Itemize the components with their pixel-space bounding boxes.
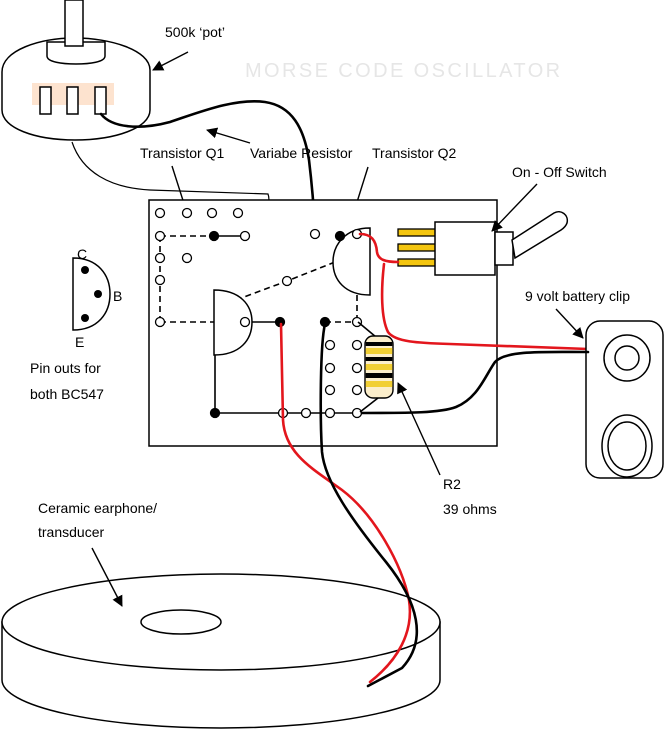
pinout-emitter-dot — [81, 314, 89, 322]
board-hole — [206, 207, 218, 219]
red-wire-switch-to-battery — [380, 262, 590, 351]
resistor-lead-top — [357, 321, 377, 338]
board-hole — [351, 384, 363, 396]
pinout-note-line2: both BC547 — [30, 386, 104, 402]
board-hole — [239, 230, 251, 242]
switch-lever — [511, 211, 569, 260]
pot-terminal-right — [94, 86, 107, 115]
board-hole-soldered — [334, 230, 346, 242]
resistor-r2 — [357, 321, 394, 413]
red-wire-board-to-earphone — [279, 322, 412, 684]
pot-terminal-middle — [66, 86, 79, 115]
r2-arrow — [397, 382, 441, 476]
board-hole — [351, 362, 363, 374]
r2-label: R2 — [443, 476, 461, 492]
earphone-center-hole — [140, 609, 222, 635]
earphone-label-line2: transducer — [38, 524, 104, 540]
board-hole — [181, 207, 193, 219]
board-hole — [309, 228, 321, 240]
variable-resistor-arrow — [206, 127, 251, 144]
black-wire-board-to-earphone — [319, 322, 419, 688]
transistor-q1 — [213, 289, 253, 356]
battery-clip-label: 9 volt battery clip — [525, 288, 630, 304]
ceramic-earphone — [1, 573, 441, 729]
pinout-e-label: E — [75, 334, 84, 350]
board-hole-soldered — [208, 230, 220, 242]
board-hole — [239, 316, 251, 328]
resistor-lead-bottom — [359, 397, 379, 413]
pinout-c-label: C — [77, 246, 87, 262]
resistor-band — [365, 373, 393, 378]
board-hole — [324, 362, 336, 374]
battery-snap-positive-inner — [614, 345, 640, 371]
black-wire-pot-to-board — [99, 100, 317, 232]
transistor-q2-label: Transistor Q2 — [372, 145, 456, 161]
board-hole — [300, 407, 312, 419]
pot-arrow — [152, 51, 189, 71]
earphone-label-line1: Ceramic earphone/ — [38, 500, 157, 516]
board-hole-soldered — [209, 407, 221, 419]
board-hole — [154, 316, 166, 328]
diagram-title: MORSE CODE OSCILLATOR — [245, 60, 563, 82]
earphone-arrow — [91, 547, 123, 607]
pot-label: 500k ‘pot’ — [165, 24, 225, 40]
battery-clip-arrow — [555, 308, 584, 339]
r2-value-label: 39 ohms — [443, 501, 497, 517]
switch-bushing — [494, 231, 514, 266]
switch-arrow — [491, 183, 538, 232]
switch-pin-middle — [397, 243, 437, 252]
board-hole — [351, 339, 363, 351]
board-hole — [154, 207, 166, 219]
board-hole — [324, 339, 336, 351]
pot-bushing — [46, 41, 106, 65]
switch-label: On - Off Switch — [512, 164, 607, 180]
resistor-band — [365, 348, 393, 354]
red-wire-q2-to-switch — [358, 232, 400, 264]
potentiometer — [1, 0, 151, 141]
transistor-q2 — [332, 227, 371, 296]
variable-resistor-label: Variabe Resistor — [250, 145, 353, 161]
bc547-pinout — [72, 257, 111, 331]
board-hole — [351, 407, 363, 419]
board-hole — [181, 252, 193, 264]
pot-shaft — [64, 0, 84, 47]
board-hole — [232, 207, 244, 219]
resistor-band — [365, 364, 393, 370]
pinout-collector-dot — [81, 266, 89, 274]
board-hole — [154, 252, 166, 264]
pinout-base-dot — [94, 290, 102, 298]
pinout-note-line1: Pin outs for — [30, 360, 101, 376]
switch-pin-bottom — [397, 258, 437, 267]
resistor-band — [365, 357, 393, 361]
board-holes — [154, 207, 363, 419]
black-wire-battery-to-board — [360, 350, 590, 415]
pinout-b-label: B — [113, 288, 122, 304]
board-hole — [154, 230, 166, 242]
battery-clip — [585, 320, 664, 479]
pot-terminal-left — [39, 86, 52, 115]
resistor-band — [365, 342, 393, 346]
battery-snap-negative-inner — [607, 421, 647, 471]
switch-pin-top — [397, 228, 437, 237]
board-hole — [351, 316, 363, 328]
board-hole — [324, 384, 336, 396]
on-off-switch — [397, 211, 569, 276]
resistor-band — [365, 381, 393, 387]
board-hole — [324, 407, 336, 419]
switch-body — [434, 221, 496, 276]
board-hole — [154, 274, 166, 286]
board-hole — [281, 275, 293, 287]
pinout-transistor-shape — [72, 257, 111, 331]
transistor-q1-label: Transistor Q1 — [140, 145, 224, 161]
